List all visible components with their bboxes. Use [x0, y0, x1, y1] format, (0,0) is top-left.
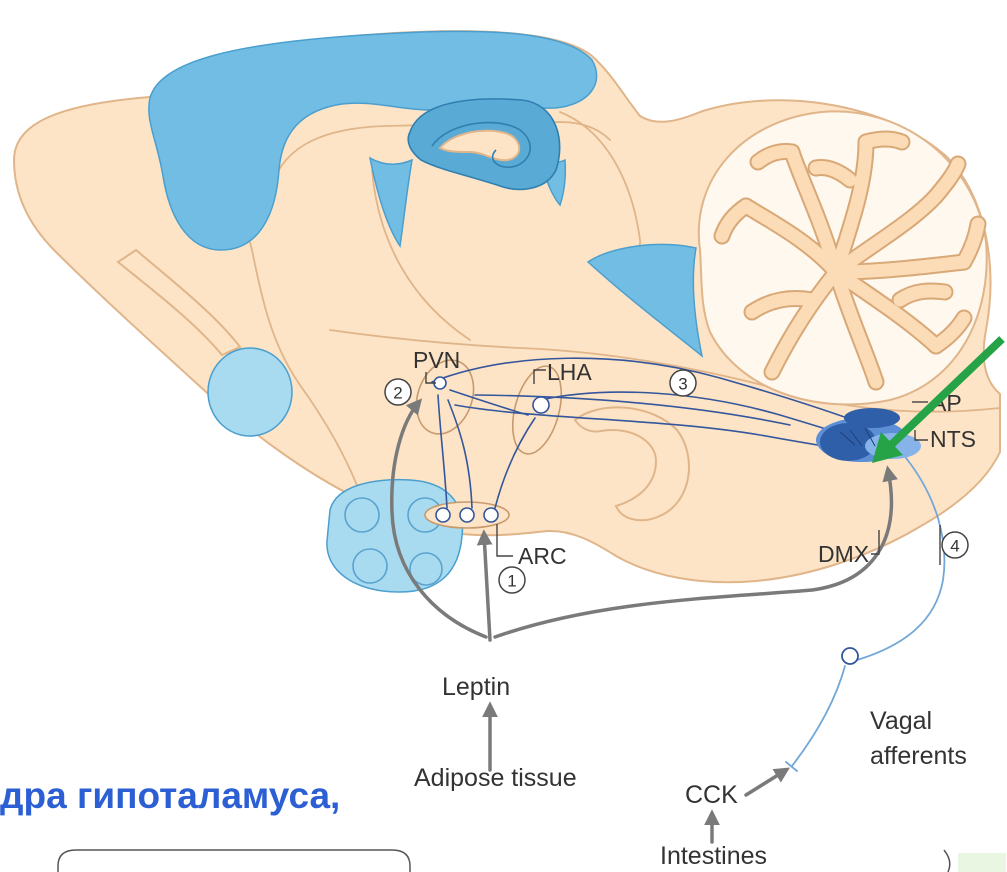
pathway-marker-2: 2 [385, 379, 411, 405]
arc-neuron [460, 508, 474, 522]
label-nts: NTS [930, 426, 976, 452]
label-intestines: Intestines [660, 842, 767, 870]
leptin-to-arc-arrow [484, 534, 490, 640]
marker-number: 1 [507, 572, 516, 591]
marker-number: 2 [393, 384, 402, 403]
arc-neuron [484, 508, 498, 522]
arc-neuron [436, 508, 450, 522]
bottom-right-bracket [944, 850, 950, 872]
label-vagal: Vagal [870, 707, 932, 735]
cck-to-vagal-arrow [746, 770, 786, 795]
label-afferents: afferents [870, 742, 967, 770]
cerebellum [699, 111, 987, 404]
label-leptin: Leptin [442, 673, 510, 701]
bottom-right-green-patch [958, 853, 1006, 872]
label-adipose-tissue: Adipose tissue [414, 764, 577, 792]
bottom-frame-box [58, 850, 410, 872]
label-lha: LHA [547, 359, 592, 385]
vagal-peripheral-axon [792, 666, 845, 766]
ap-nucleus [844, 408, 900, 428]
marker-number: 3 [678, 375, 687, 394]
label-dmx: DMX [818, 541, 869, 567]
pathway-marker-4: 4 [942, 532, 968, 558]
label-pvn: PVN [413, 347, 460, 373]
slide-caption: дра гипоталамуса, [0, 775, 340, 816]
olfactory-bulb [208, 348, 292, 436]
pathway-marker-1: 1 [499, 567, 525, 593]
lha-neuron [533, 397, 549, 413]
vagal-cell-body [842, 648, 858, 664]
label-arc: ARC [518, 543, 567, 569]
label-cck: CCK [685, 781, 738, 809]
cerebellum-folium [866, 139, 902, 142]
marker-number: 4 [950, 537, 959, 556]
pathway-marker-3: 3 [670, 370, 696, 396]
